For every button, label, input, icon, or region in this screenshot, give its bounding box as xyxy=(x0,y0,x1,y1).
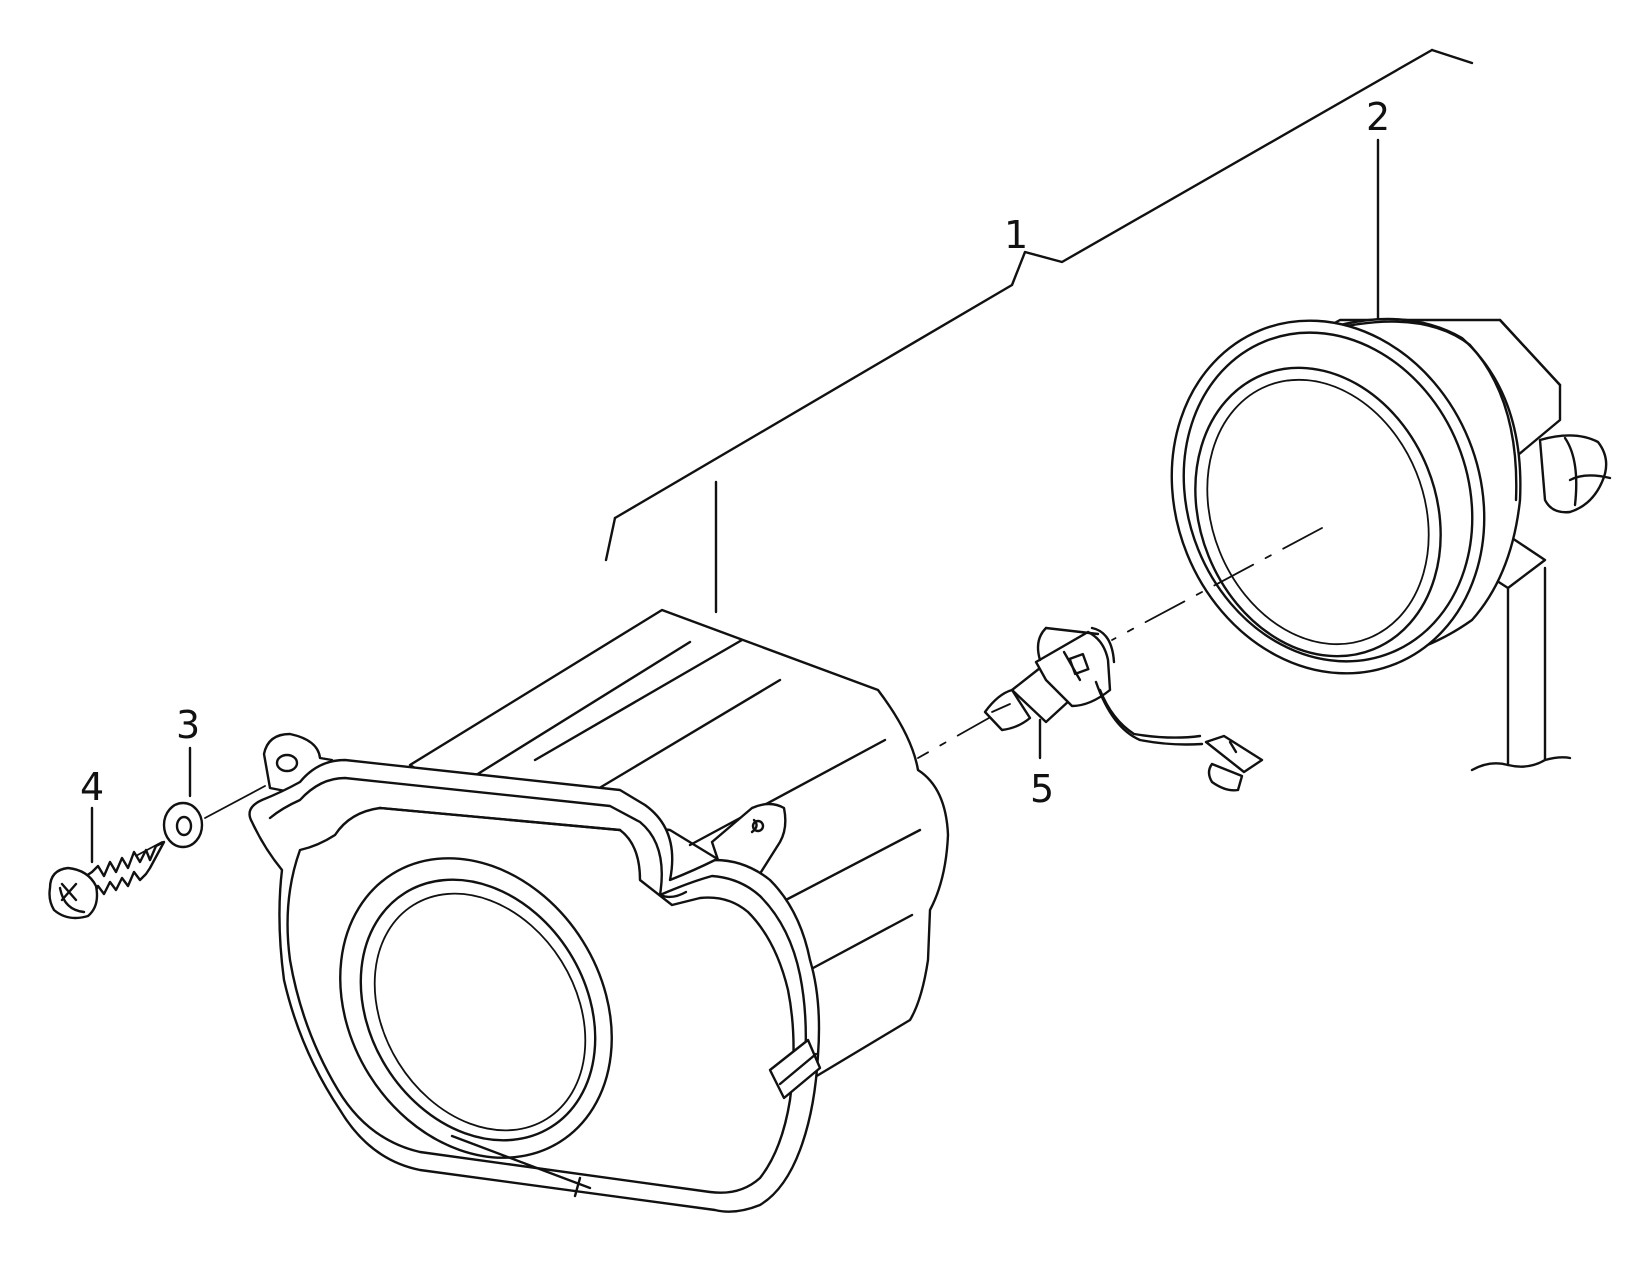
mount-axis-line xyxy=(204,785,266,819)
center-axis-line-lower xyxy=(917,713,997,759)
callout-5: 5 xyxy=(1030,767,1054,811)
callout-1: 1 xyxy=(1004,213,1028,257)
washer xyxy=(162,801,204,849)
bulb-assembly xyxy=(983,626,1264,792)
rectangular-fog-lamp xyxy=(248,608,950,1213)
center-axis-line xyxy=(1111,527,1323,641)
callout-3: 3 xyxy=(176,703,200,747)
screw xyxy=(48,840,166,920)
callout-4: 4 xyxy=(80,765,104,809)
assembly-bracket xyxy=(604,48,1474,614)
callout-2: 2 xyxy=(1366,95,1390,139)
round-fog-lamp xyxy=(1170,317,1612,772)
